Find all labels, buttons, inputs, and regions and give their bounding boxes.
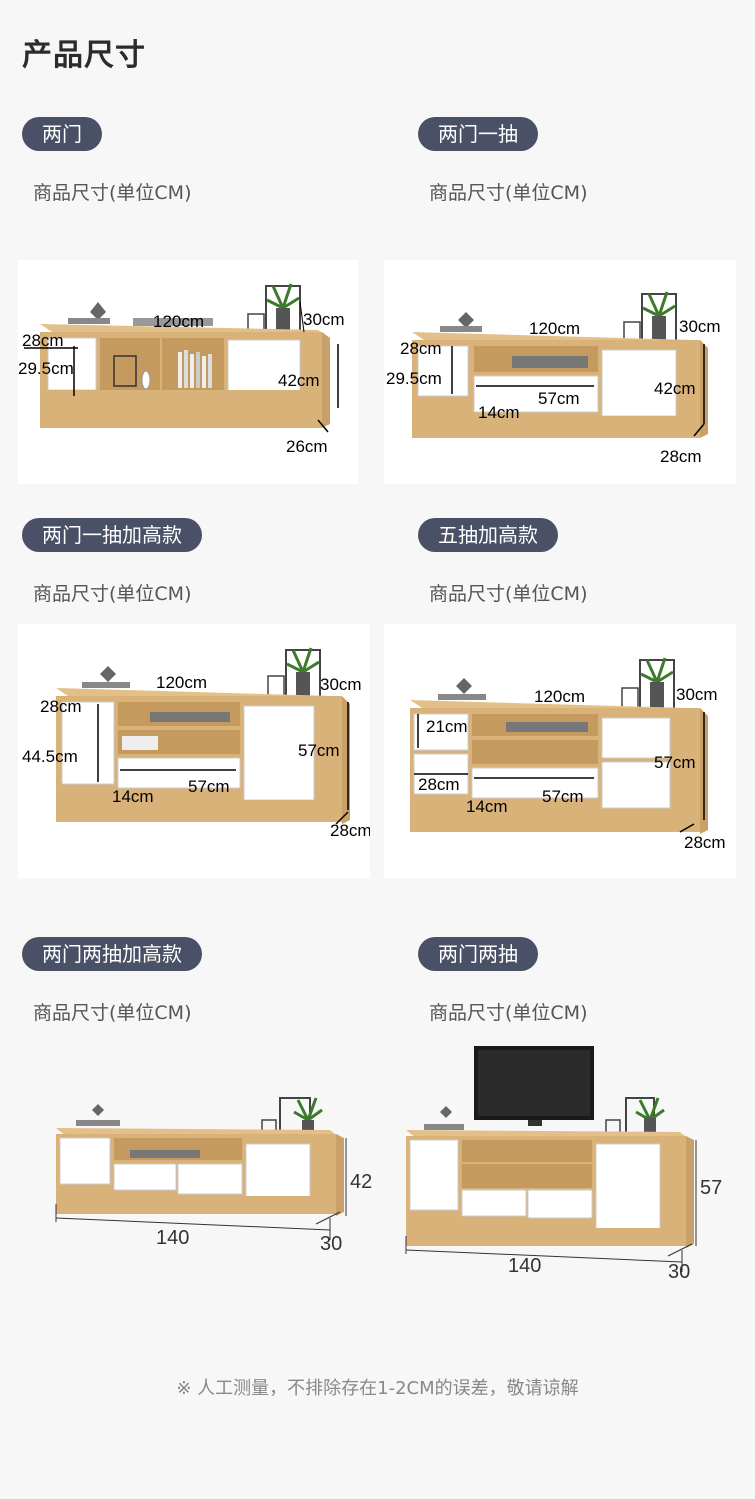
dim-a-2: 28cm (400, 339, 442, 358)
dim-top-2: 30cm (679, 317, 721, 336)
dim-top-3: 30cm (320, 675, 362, 694)
dim-b-3: 44.5cm (22, 747, 78, 766)
dim-depth-4: 28cm (684, 833, 726, 852)
dim-d-3: 57cm (188, 777, 230, 796)
dim-a-1: 28cm (22, 331, 64, 350)
tv-stand-image-1: 120cm 30cm 28cm 29.5cm 42cm 26cm (18, 260, 358, 484)
dim-b-1: 29.5cm (18, 359, 74, 378)
unit-note-6: 商品尺寸(单位CM) (429, 1002, 588, 1024)
dim-depth-1: 26cm (286, 437, 328, 456)
section-label-3: 两门一抽加高款 (22, 518, 202, 552)
unit-note-5: 商品尺寸(单位CM) (33, 1002, 192, 1024)
dim-d-4: 57cm (542, 787, 584, 806)
dim-a-3: 28cm (40, 697, 82, 716)
tv-stand-image-2: 120cm 30cm 28cm 29.5cm 14cm 57cm 42cm 28… (384, 260, 736, 484)
tv-stand-image-5: 140 42 30 (40, 1080, 390, 1280)
dim-height-4: 57cm (654, 753, 696, 772)
dim-depth-3: 28cm (330, 821, 370, 840)
section-label-5: 两门两抽加高款 (22, 937, 202, 971)
section-label-1: 两门 (22, 117, 102, 151)
dim-b-2: 29.5cm (386, 369, 442, 388)
dim-c-2: 14cm (478, 403, 520, 422)
dim-b-4: 28cm (418, 775, 460, 794)
dim-width-5: 140 (156, 1227, 189, 1249)
dim-top-1: 30cm (303, 310, 345, 329)
dim-height-6: 57 (700, 1177, 722, 1199)
footer-note: ※ 人工测量，不排除存在1-2CM的误差，敬请谅解 (176, 1378, 579, 1399)
dim-top-4: 30cm (676, 685, 718, 704)
dim-height-5: 42 (350, 1171, 372, 1193)
dim-width-4: 120cm (534, 687, 585, 706)
unit-note-3: 商品尺寸(单位CM) (33, 583, 192, 605)
dim-height-3: 57cm (298, 741, 340, 760)
dim-depth-5: 30 (320, 1233, 342, 1255)
dim-width-3: 120cm (156, 673, 207, 692)
section-label-4: 五抽加高款 (418, 518, 558, 552)
dim-height-2: 42cm (654, 379, 696, 398)
dim-width-1: 120cm (153, 312, 204, 331)
dim-height-1: 42cm (278, 371, 320, 390)
dim-depth-6: 30 (668, 1261, 690, 1283)
unit-note-1: 商品尺寸(单位CM) (33, 182, 192, 204)
unit-note-4: 商品尺寸(单位CM) (429, 583, 588, 605)
dim-depth-2: 28cm (660, 447, 702, 466)
dim-c-4: 14cm (466, 797, 508, 816)
dim-d-2: 57cm (538, 389, 580, 408)
dim-a-4: 21cm (426, 717, 468, 736)
page-title: 产品尺寸 (22, 38, 146, 73)
unit-note-2: 商品尺寸(单位CM) (429, 182, 588, 204)
tv-stand-image-6: 140 57 30 (400, 1040, 730, 1290)
dim-width-2: 120cm (529, 319, 580, 338)
dim-c-3: 14cm (112, 787, 154, 806)
tv-stand-image-3: 120cm 30cm 28cm 44.5cm 14cm 57cm 57cm 28… (18, 624, 372, 878)
section-label-2: 两门一抽 (418, 117, 538, 151)
dim-width-6: 140 (508, 1255, 541, 1277)
tv-stand-image-4: 120cm 30cm 21cm 28cm 14cm 57cm 57cm 28cm (384, 624, 736, 878)
section-label-6: 两门两抽 (418, 937, 538, 971)
